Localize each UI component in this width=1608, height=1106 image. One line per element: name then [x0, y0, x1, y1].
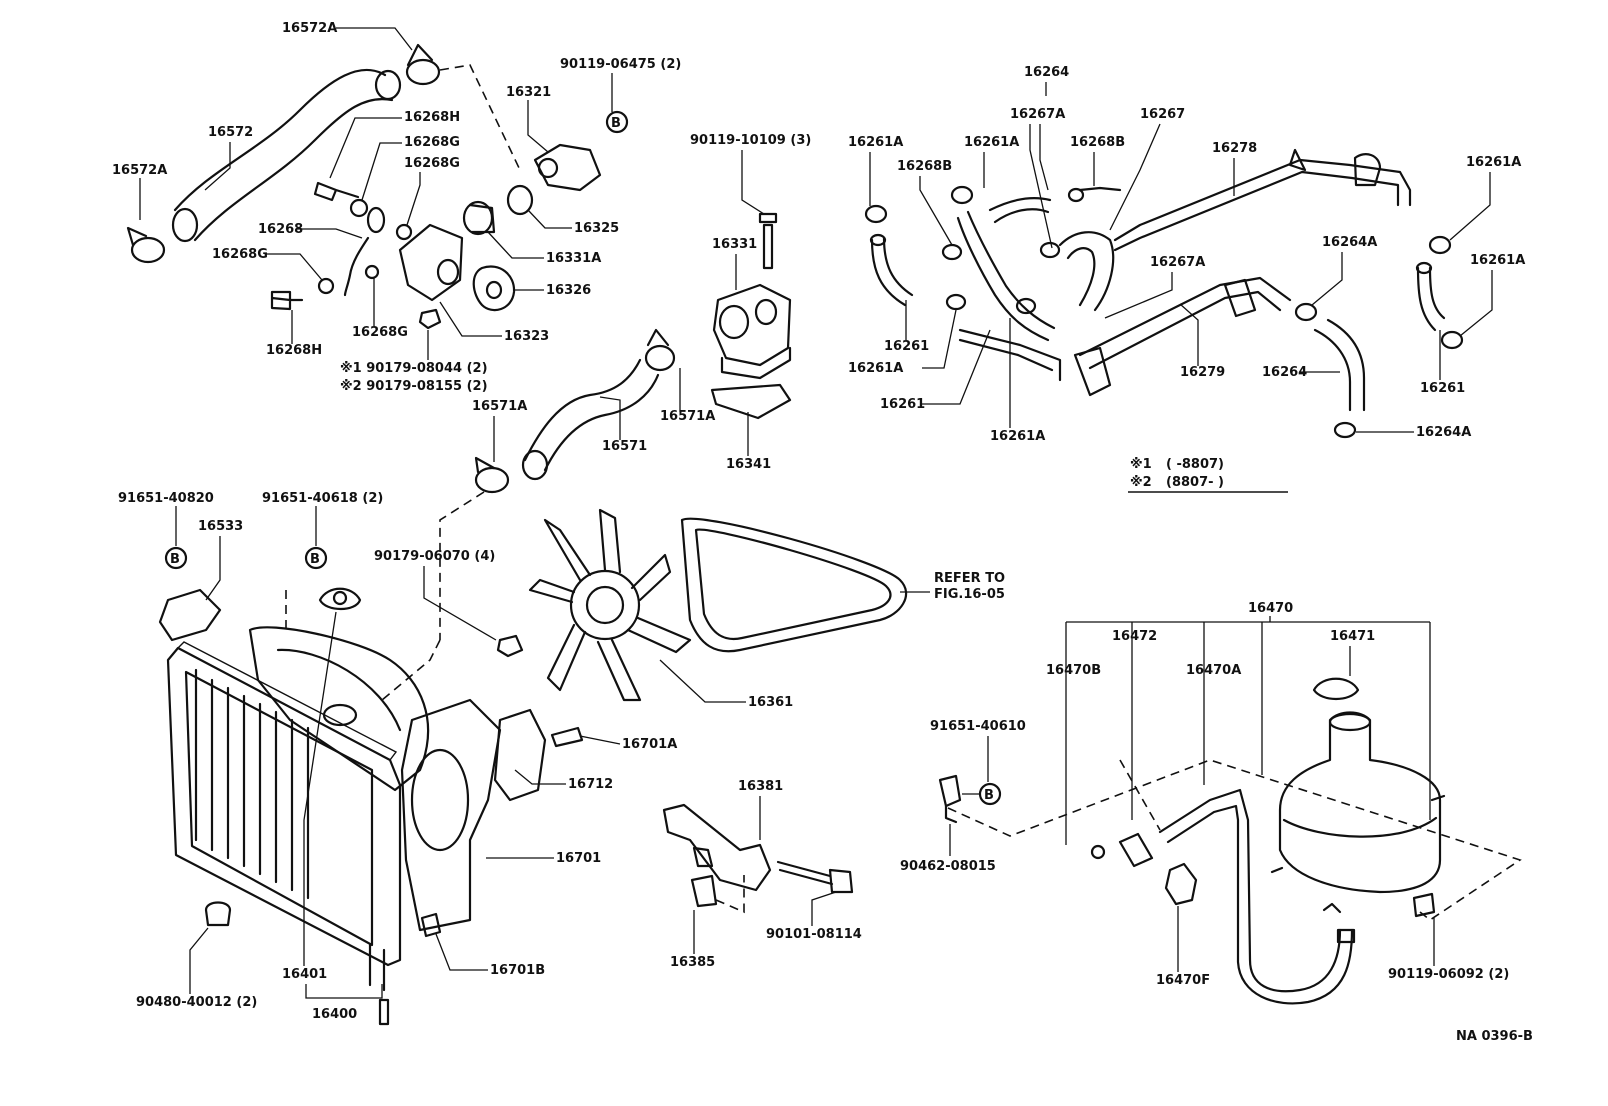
- label-16278: 16278: [1212, 141, 1257, 156]
- fan-belt-group: [496, 508, 908, 702]
- label-90179-06070: 90179-06070 (4): [374, 549, 495, 564]
- label-16261A-b: 16261A: [964, 135, 1019, 150]
- radiator-labels: 16701A 16712 16701 16701B 16401 90480-40…: [136, 611, 677, 1022]
- diagram-code: NA 0396-B: [1456, 1029, 1533, 1044]
- label-90480-40012: 90480-40012 (2): [136, 995, 257, 1010]
- label-16701: 16701: [556, 851, 601, 866]
- label-16470F: 16470F: [1156, 973, 1210, 988]
- heater-hose-labels: 16264 16267A 16267 16261A 16261A 16268B …: [848, 65, 1525, 444]
- label-91651-40820: 91651-40820: [118, 491, 214, 506]
- label-16470: 16470: [1248, 601, 1293, 616]
- label-16264-top: 16264: [1024, 65, 1069, 80]
- reservoir-labels: 16470 16472 16471 16470B 16470A 91651-40…: [900, 601, 1533, 1044]
- label-16261A-f: 16261A: [990, 429, 1045, 444]
- label-90119-10109: 90119-10109 (3): [690, 133, 811, 148]
- label-16268B-left: 16268B: [897, 159, 952, 174]
- legend-mark-1: ※1: [1130, 457, 1152, 472]
- label-16261-a: 16261: [884, 339, 929, 354]
- legend-mark-2: ※2: [1130, 475, 1152, 490]
- label-16264A-top: 16264A: [1322, 235, 1377, 250]
- label-16279: 16279: [1180, 365, 1225, 380]
- fan-bracket-labels: 16381 90101-08114 16385: [670, 779, 862, 970]
- label-16571A-right: 16571A: [660, 409, 715, 424]
- label-16701A: 16701A: [622, 737, 677, 752]
- callout-b-2: B: [170, 552, 180, 567]
- label-90119-06475: 90119-06475 (2): [560, 57, 681, 72]
- reservoir-group: B: [938, 621, 1522, 1005]
- label-16572A-top: 16572A: [282, 21, 337, 36]
- label-16323: 16323: [504, 329, 549, 344]
- label-16261A-e: 16261A: [848, 361, 903, 376]
- label-16267A-mid: 16267A: [1150, 255, 1205, 270]
- label-16701B: 16701B: [490, 963, 545, 978]
- label-16472: 16472: [1112, 629, 1157, 644]
- label-16267A-top: 16267A: [1010, 107, 1065, 122]
- label-16268H-top: 16268H: [404, 110, 460, 125]
- label-91651-40618: 91651-40618 (2): [262, 491, 383, 506]
- label-16264-mid: 16264: [1262, 365, 1307, 380]
- label-16268G-a: 16268G: [404, 135, 460, 150]
- label-16381: 16381: [738, 779, 783, 794]
- label-16571A-left: 16571A: [472, 399, 527, 414]
- label-90462-08015: 90462-08015: [900, 859, 996, 874]
- radiator-group: [158, 587, 584, 1026]
- upper-left-labels: 16572A 16572 16572A 90119-06475 (2) 1632…: [112, 21, 681, 394]
- legend-range-1: ( -8807): [1166, 457, 1224, 472]
- fan-bracket-group: [662, 803, 854, 914]
- label-16261A-a: 16261A: [848, 135, 903, 150]
- label-16385: 16385: [670, 955, 715, 970]
- label-16261-c: 16261: [1420, 381, 1465, 396]
- label-16261A-d: 16261A: [1470, 253, 1525, 268]
- label-16321: 16321: [506, 85, 551, 100]
- label-16268H-bottom: 16268H: [266, 343, 322, 358]
- label-16331A: 16331A: [546, 251, 601, 266]
- label-16533: 16533: [198, 519, 243, 534]
- note-90179-08155: ※2 90179-08155 (2): [340, 379, 488, 394]
- callout-b-3: B: [310, 552, 320, 567]
- label-90119-06092: 90119-06092 (2): [1388, 967, 1509, 982]
- label-16470B: 16470B: [1046, 663, 1101, 678]
- label-16401: 16401: [282, 967, 327, 982]
- label-91651-40610: 91651-40610: [930, 719, 1026, 734]
- label-16261A-c: 16261A: [1466, 155, 1521, 170]
- label-16712: 16712: [568, 777, 613, 792]
- label-16331: 16331: [712, 237, 757, 252]
- label-16268: 16268: [258, 222, 303, 237]
- label-16268B-right: 16268B: [1070, 135, 1125, 150]
- upper-radiator-hose-group: B: [126, 43, 629, 330]
- note-90179-08044: ※1 90179-08044 (2): [340, 361, 488, 376]
- fan-belt-labels: 91651-40820 B 91651-40618 (2) B 16533 90…: [118, 491, 1005, 710]
- label-90101-08114: 90101-08114: [766, 927, 862, 942]
- label-16572A-left: 16572A: [112, 163, 167, 178]
- label-16268G-b: 16268G: [404, 156, 460, 171]
- water-pump-group: [439, 212, 792, 640]
- serial-range-legend: ※1 ( -8807) ※2 (8807- ): [1128, 457, 1288, 493]
- label-16471: 16471: [1330, 629, 1375, 644]
- refer-text-2: FIG.16-05: [934, 587, 1005, 602]
- label-16264A-bottom: 16264A: [1416, 425, 1471, 440]
- label-16268G-c: 16268G: [212, 247, 268, 262]
- legend-range-2: (8807- ): [1166, 475, 1224, 490]
- label-16267: 16267: [1140, 107, 1185, 122]
- label-16361: 16361: [748, 695, 793, 710]
- callout-b-1: B: [611, 116, 621, 131]
- label-16571: 16571: [602, 439, 647, 454]
- label-16268G-d: 16268G: [352, 325, 408, 340]
- heater-hose-group: [864, 148, 1464, 439]
- label-16470A: 16470A: [1186, 663, 1241, 678]
- refer-text-1: REFER TO: [934, 571, 1005, 586]
- label-16400: 16400: [312, 1007, 357, 1022]
- water-pump-labels: 90119-10109 (3) 16331 16571A 16571A 1657…: [472, 133, 811, 472]
- label-16325: 16325: [574, 221, 619, 236]
- label-16261-b: 16261: [880, 397, 925, 412]
- callout-b-4: B: [984, 788, 994, 803]
- label-16572: 16572: [208, 125, 253, 140]
- label-16326: 16326: [546, 283, 591, 298]
- label-16341: 16341: [726, 457, 771, 472]
